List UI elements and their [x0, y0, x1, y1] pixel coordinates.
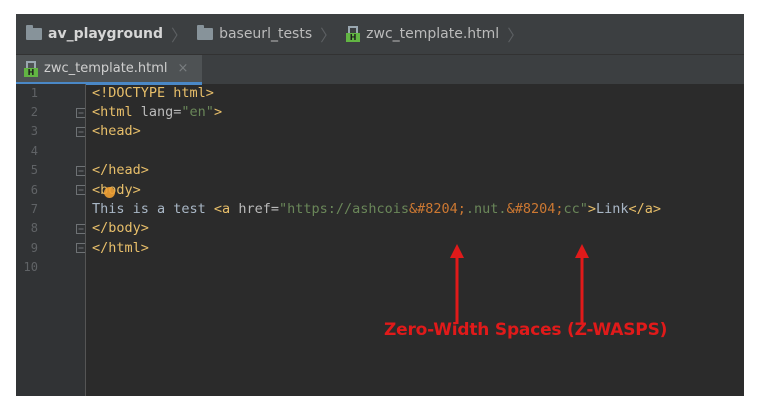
folder-icon: [26, 25, 42, 40]
annotation-label: Zero-Width Spaces (Z-WASPS): [384, 320, 668, 340]
tag-token: </head>: [92, 162, 149, 178]
string-token: "https://ashcois: [278, 201, 410, 217]
breadcrumb: av_playground 〉 baseurl_tests 〉 H zwc_te…: [16, 14, 744, 54]
string-token: .nut.: [465, 201, 507, 217]
tag-token: </a>: [628, 201, 662, 217]
line-number: 1: [30, 86, 38, 100]
code-line-9[interactable]: </html>: [92, 239, 149, 258]
breadcrumb-label: baseurl_tests: [219, 26, 313, 42]
attr-token: href=: [230, 201, 279, 217]
tab-zwc-template[interactable]: H zwc_template.html ×: [16, 55, 202, 85]
text-token: This is a test: [92, 201, 214, 217]
attr-token: lang=: [132, 104, 182, 120]
code-line-3[interactable]: <head>: [92, 122, 141, 141]
html-file-icon: H: [24, 60, 38, 77]
line-number: 3: [30, 124, 38, 138]
code-editor[interactable]: 1 2 3 4 5 6 7 8 9 10 <!DOCTYPE html> <ht…: [16, 84, 744, 396]
breadcrumb-item-zwc-template[interactable]: H zwc_template.html 〉: [336, 14, 523, 54]
ide-window: av_playground 〉 baseurl_tests 〉 H zwc_te…: [16, 14, 744, 396]
tag-token: </body>: [92, 220, 149, 236]
breadcrumb-item-av-playground[interactable]: av_playground 〉: [16, 14, 187, 54]
tag-token: <head>: [92, 123, 141, 139]
code-line-2[interactable]: <html lang="en">: [92, 103, 222, 122]
breadcrumb-label: zwc_template.html: [366, 26, 500, 42]
arrow-icon: [575, 244, 589, 324]
breadcrumb-item-baseurl-tests[interactable]: baseurl_tests 〉: [187, 14, 336, 54]
close-icon[interactable]: ×: [177, 61, 189, 76]
line-number: 2: [30, 105, 38, 119]
code-line-5[interactable]: </head>: [92, 161, 149, 180]
entity-token: &#8204;: [506, 201, 564, 217]
breadcrumb-label: av_playground: [48, 26, 164, 42]
line-number: 10: [23, 260, 38, 274]
string-token: "en": [181, 104, 214, 120]
code-line-8[interactable]: </body>: [92, 219, 149, 238]
annotation-arrows: [450, 244, 589, 324]
line-number: 5: [30, 163, 38, 177]
entity-token: &#8204;: [409, 201, 466, 217]
tag-token: >: [587, 201, 596, 217]
tab-label: zwc_template.html: [44, 61, 168, 76]
tag-token: >: [213, 104, 223, 120]
line-number-gutter: 1 2 3 4 5 6 7 8 9 10: [16, 84, 86, 396]
chevron-right-icon: 〉: [507, 26, 524, 45]
tag-token: <: [92, 182, 101, 198]
tag-token: <a: [213, 201, 231, 217]
line-number: 8: [30, 221, 38, 235]
line-number: 6: [30, 183, 38, 197]
editor-tab-bar: H zwc_template.html ×: [16, 54, 744, 85]
text-token: Link: [596, 201, 629, 217]
gutter-divider: [85, 84, 86, 396]
chevron-right-icon: 〉: [171, 26, 188, 45]
folder-icon: [197, 25, 214, 40]
line-number: 4: [30, 144, 38, 158]
html-file-icon: H: [346, 26, 361, 42]
code-line-7[interactable]: This is a test <a href="https://ashcois&…: [92, 200, 661, 219]
doctype-token: <!DOCTYPE html>: [92, 85, 214, 101]
arrow-icon: [450, 244, 464, 324]
line-number: 9: [30, 241, 38, 255]
string-token: cc": [563, 201, 588, 217]
code-line-1[interactable]: <!DOCTYPE html>: [92, 84, 214, 103]
mouse-cursor-indicator: [104, 187, 115, 198]
tag-token: <html: [92, 104, 133, 120]
line-number: 7: [30, 202, 38, 216]
tag-token: </html>: [92, 240, 149, 256]
chevron-right-icon: 〉: [320, 26, 337, 45]
